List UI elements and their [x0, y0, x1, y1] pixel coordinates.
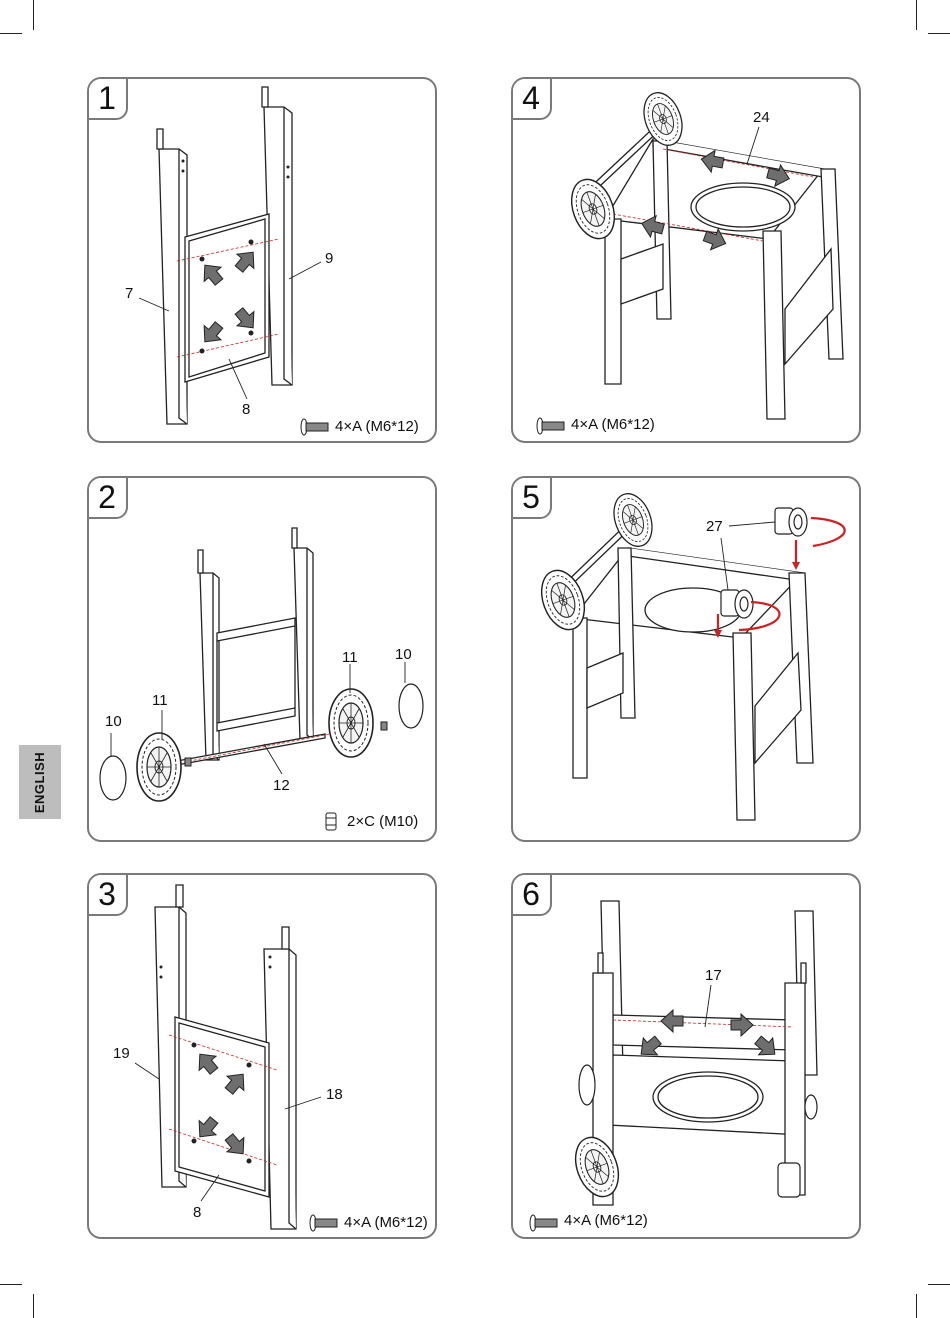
step-1-panel: 1: [87, 77, 437, 443]
part-callout: 19: [113, 1045, 130, 1062]
crop-mark: [916, 0, 917, 30]
part-callout: 27: [706, 518, 723, 535]
bolt-icon: [310, 1215, 337, 1231]
wheel-icon: [137, 733, 181, 801]
crop-mark: [0, 33, 22, 34]
hardware-text: 2×C (M10): [347, 813, 418, 830]
crop-mark: [928, 1284, 950, 1285]
crop-mark: [33, 0, 34, 30]
hardware-text: 4×A (M6*12): [344, 1214, 428, 1231]
part-callout: 7: [125, 285, 133, 302]
step-2-panel: 2: [87, 476, 437, 842]
step-6-illustration: [513, 875, 861, 1239]
part-callout: 10: [105, 713, 122, 730]
wheel-icon: [329, 689, 373, 757]
part-callout: 18: [326, 1086, 343, 1103]
crop-mark: [916, 1294, 917, 1318]
language-label: ENGLISH: [33, 751, 48, 812]
part-callout: 8: [242, 401, 250, 418]
part-callout: 11: [342, 649, 358, 666]
part-callout: 24: [753, 109, 770, 126]
hardware-label: 4×A (M6*12): [344, 1214, 428, 1231]
hardware-text: 4×A (M6*12): [335, 418, 419, 435]
step-4-panel: 4: [511, 77, 861, 443]
bolt-icon: [530, 1215, 557, 1231]
bolt-icon: [537, 418, 564, 434]
step-5-panel: 5: [511, 476, 861, 842]
hardware-label: 4×A (M6*12): [335, 418, 419, 435]
part-callout: 10: [395, 646, 412, 663]
step-3-panel: 3: [87, 873, 437, 1239]
part-callout: 9: [325, 250, 333, 267]
nut-icon: [326, 813, 336, 830]
part-callout: 17: [705, 967, 722, 984]
crop-mark: [33, 1294, 34, 1318]
step-6-panel: 6: [511, 873, 861, 1239]
hardware-text: 4×A (M6*12): [564, 1212, 648, 1229]
step-1-illustration: [89, 79, 437, 443]
wheel-icon: [568, 1131, 626, 1202]
hardware-label: 4×A (M6*12): [564, 1212, 648, 1229]
crop-mark: [928, 33, 950, 34]
step-3-illustration: [89, 875, 437, 1239]
language-tab: ENGLISH: [19, 745, 61, 819]
part-callout: 11: [152, 692, 168, 709]
hardware-text: 4×A (M6*12): [571, 416, 655, 433]
hardware-label: 2×C (M10): [347, 813, 418, 830]
step-5-illustration: [513, 478, 861, 842]
step-2-illustration: [89, 478, 437, 842]
hardware-label: 4×A (M6*12): [571, 416, 655, 433]
part-callout: 8: [193, 1204, 201, 1221]
step-4-illustration: [513, 79, 861, 443]
part-callout: 12: [273, 777, 290, 794]
bolt-icon: [301, 419, 328, 435]
crop-mark: [0, 1284, 22, 1285]
